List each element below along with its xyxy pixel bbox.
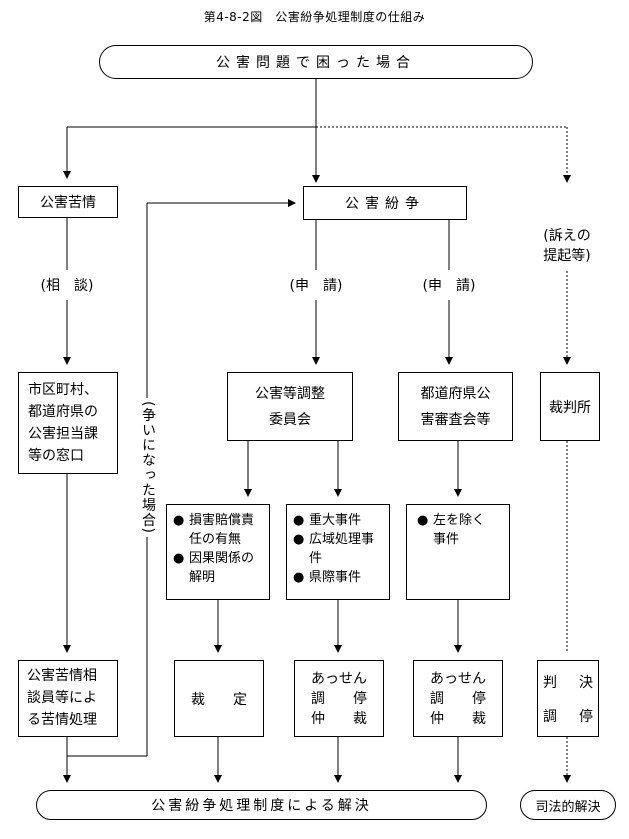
ruling-box: 裁 定 (174, 660, 264, 737)
complaint-box: 公害苦情 (18, 186, 118, 218)
bullet-item: ● 広域処理事件 (293, 532, 375, 566)
figure-title: 第4-8-2図 公害紛争処理制度の仕組み (203, 9, 426, 24)
bullet-icon: ● (417, 513, 429, 528)
court-box: 裁判所 (540, 372, 600, 441)
complaint-handling-line: る苦情処理 (27, 712, 97, 728)
dispute-box: 公害紛争 (303, 186, 467, 220)
mediation-box-b: あっせん 調 停 仲 裁 (413, 660, 503, 737)
bullet-icon: ● (293, 570, 305, 585)
bullet-item: ● 重大事件 (293, 513, 362, 528)
judicial-resolution-pill: 司法的解決 (520, 790, 616, 820)
bullet-item: ● 県際事件 (293, 570, 362, 585)
committee-line: 委員会 (269, 411, 311, 428)
resolution-pill: 公害紛争処理制度による解決 (36, 790, 487, 820)
municipal-line: 等の窓口 (28, 448, 84, 464)
committee-items-box: ● 損害賠償責任の有無 ● 因果関係の解明 (166, 504, 270, 600)
municipal-line: 公害担当課 (28, 426, 98, 442)
mediation-line: 調 停 (311, 690, 367, 707)
mediation-box-a: あっせん 調 停 仲 裁 (294, 660, 384, 737)
bullet-item: ● 損害賠償責任の有無 (173, 513, 255, 547)
mediation-line: 仲 裁 (430, 710, 486, 727)
municipal-window-box: 市区町村、 都道府県の 公害担当課 等の窓口 (18, 372, 118, 474)
apply-label-a: (申 請) (278, 274, 354, 296)
mediation-line: あっせん (311, 670, 367, 687)
judgment-char: 調 (543, 708, 557, 725)
mediation-line: あっせん (430, 670, 486, 687)
bullet-icon: ● (293, 513, 305, 528)
bullet-icon: ● (293, 532, 305, 547)
municipal-line: 市区町村、 (28, 382, 98, 398)
committee-box: 公害等調整 委員会 (227, 372, 353, 441)
became-dispute-label: (争いになった場合) (138, 398, 158, 537)
complaint-handling-line: 談員等によ (27, 690, 97, 706)
judgment-box: 判 決 調 停 (537, 660, 599, 737)
other-items-box: ● 左を除く事件 (406, 504, 510, 600)
bullet-item: ● 左を除く事件 (417, 513, 486, 547)
consult-label: (相 談) (22, 274, 112, 296)
prefectural-line: 都道府県公 (420, 385, 491, 402)
judgment-char: 決 (579, 674, 593, 691)
bullet-item: ● 因果関係の解明 (173, 551, 255, 585)
committee-line: 公害等調整 (255, 385, 325, 402)
complaint-handling-line: 公害苦情相 (27, 668, 97, 684)
bullet-icon: ● (173, 513, 185, 528)
lawsuit-label: (訴えの 提起等) (527, 222, 607, 270)
lawsuit-label-line-1: (訴えの (543, 228, 591, 244)
lawsuit-label-line-2: 提起等) (543, 248, 591, 264)
apply-label-b: (申 請) (411, 274, 487, 296)
prefectural-line: 害審査会等 (420, 411, 491, 428)
complaint-handling-box: 公害苦情相 談員等によ る苦情処理 (18, 660, 118, 737)
judgment-char: 停 (579, 708, 593, 725)
judgment-char: 判 (543, 674, 557, 691)
start-pill: 公害問題で困った場合 (99, 45, 533, 79)
prefectural-council-box: 都道府県公 害審査会等 (398, 372, 513, 441)
bullet-icon: ● (173, 551, 185, 566)
municipal-line: 都道府県の (28, 404, 98, 420)
serious-items-box: ● 重大事件 ● 広域処理事件 ● 県際事件 (286, 504, 390, 600)
mediation-line: 仲 裁 (311, 710, 367, 727)
mediation-line: 調 停 (430, 690, 486, 707)
